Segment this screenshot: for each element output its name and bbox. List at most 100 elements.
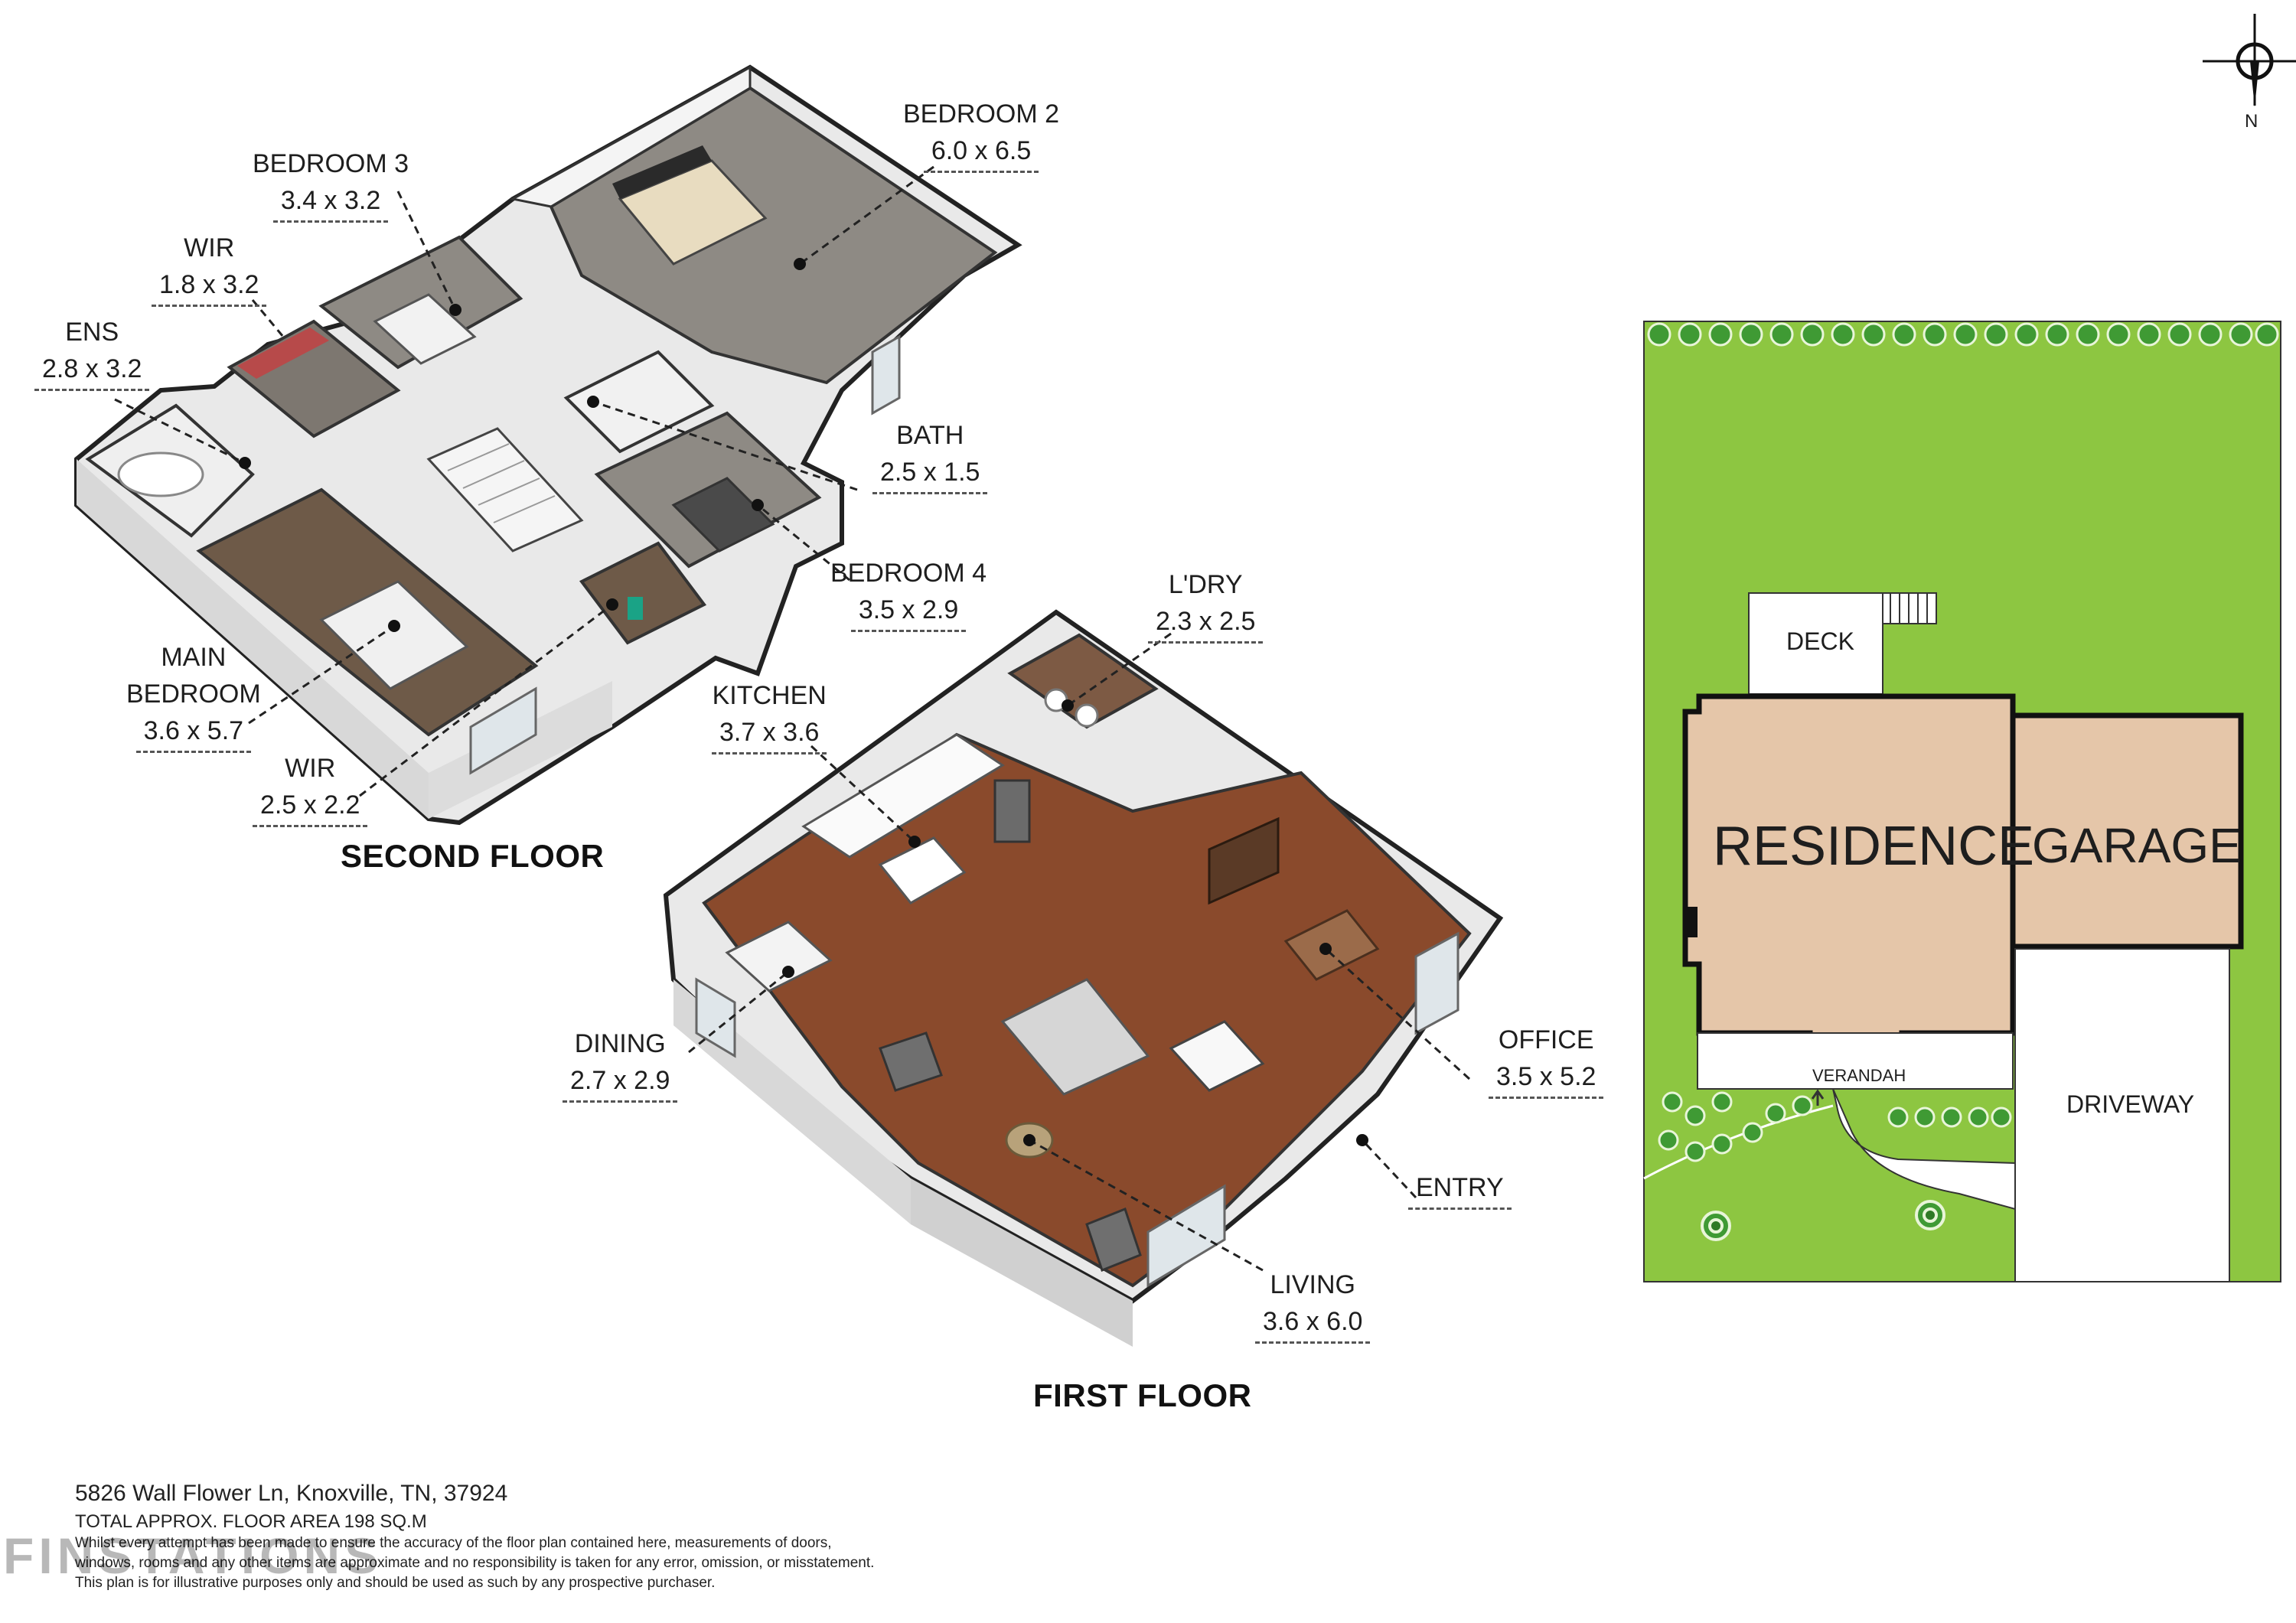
site-verandah <box>1697 1032 2014 1090</box>
site-hedge-row <box>1647 322 2279 347</box>
wir-lower-dims: 2.5 x 2.2 <box>253 787 368 827</box>
office-desk <box>1283 909 1380 981</box>
label-wir-lower: WIR 2.5 x 2.2 <box>253 750 368 827</box>
main-bedroom-name-1: MAIN <box>161 643 227 672</box>
laundry-name: L'DRY <box>1168 570 1243 599</box>
main-bedroom-name-2: BEDROOM <box>126 680 261 709</box>
site-deck-label: DECK <box>1786 627 1854 655</box>
kitchen-fridge <box>993 779 1031 843</box>
second-floor-wall-face-front <box>429 681 612 819</box>
label-entry: ENTRY <box>1408 1169 1512 1210</box>
wir-lower-floor <box>579 541 707 645</box>
bedroom-2-headboard <box>612 145 712 199</box>
first-floor-leader-lines <box>688 632 1471 1272</box>
dining-window <box>695 977 736 1058</box>
first-floor-model <box>663 609 1504 1347</box>
living-armchair-2 <box>1085 1207 1142 1272</box>
main-bedroom-window <box>469 686 537 775</box>
bedroom-4-bed <box>671 477 775 552</box>
site-garage-label: GARAGE <box>2032 818 2242 873</box>
north-label: N <box>2245 111 2258 132</box>
laundry-dryer <box>1075 703 1099 728</box>
disclaimer-line-2: windows, rooms and any other items are a… <box>75 1555 875 1571</box>
living-armchair-1 <box>879 1031 943 1092</box>
label-office: OFFICE 3.5 x 5.2 <box>1489 1022 1604 1099</box>
bedroom-3-name: BEDROOM 3 <box>253 149 409 178</box>
bedroom-2-bed <box>618 159 768 266</box>
bath-name: BATH <box>896 421 964 450</box>
label-ensuite: ENS 2.8 x 3.2 <box>34 314 150 391</box>
site-footpath <box>1832 1088 2016 1211</box>
total-floor-area: TOTAL APPROX. FLOOR AREA 198 SQ.M <box>75 1511 427 1532</box>
office-name: OFFICE <box>1498 1025 1594 1054</box>
dining-dims: 2.7 x 2.9 <box>563 1062 678 1103</box>
label-main-bedroom: MAIN BEDROOM 3.6 x 5.7 <box>126 639 261 753</box>
north-compass-icon <box>2203 14 2296 107</box>
wir-upper-dims: 1.8 x 3.2 <box>152 266 267 307</box>
bedroom-3-bed <box>373 293 477 365</box>
label-living: LIVING 3.6 x 6.0 <box>1255 1266 1371 1344</box>
label-laundry: L'DRY 2.3 x 2.5 <box>1148 566 1264 644</box>
living-sofa <box>1000 978 1150 1096</box>
kitchen-dims: 3.7 x 3.6 <box>712 714 827 754</box>
bedroom-2-back-wall <box>509 65 752 208</box>
residence-side-door <box>1685 907 1698 937</box>
label-dining: DINING 2.7 x 2.9 <box>563 1025 678 1103</box>
second-floor-wall-face-left <box>77 459 429 819</box>
main-bedroom-dims: 3.6 x 5.7 <box>135 712 252 753</box>
bedroom-4-dims: 3.5 x 2.9 <box>850 592 967 632</box>
ensuite-bath <box>117 451 204 497</box>
label-bedroom-4: BEDROOM 4 3.5 x 2.9 <box>830 555 987 632</box>
entry-name: ENTRY <box>1408 1169 1512 1210</box>
site-trees <box>1701 1200 1945 1241</box>
label-kitchen: KITCHEN 3.7 x 3.6 <box>712 677 827 754</box>
label-bath: BATH 2.5 x 1.5 <box>872 417 988 494</box>
wir-lower-name: WIR <box>285 754 336 783</box>
footer-info: 5826 Wall Flower Ln, Knoxville, TN, 3792… <box>75 1477 1070 1593</box>
living-name: LIVING <box>1270 1270 1355 1299</box>
ensuite-name: ENS <box>65 318 119 347</box>
dining-table <box>725 921 833 992</box>
disclaimer-line-3: This plan is for illustrative purposes o… <box>75 1575 716 1591</box>
bedroom-2-name: BEDROOM 2 <box>903 99 1060 129</box>
site-driveway-label: DRIVEWAY <box>2066 1090 2195 1118</box>
second-floor-leader-lines <box>114 165 934 797</box>
wir-upper-clothes <box>237 328 329 379</box>
kitchen-bench <box>801 733 1005 859</box>
living-window <box>1146 1184 1226 1288</box>
stair-well <box>426 427 584 552</box>
bedroom-2-window <box>871 334 901 416</box>
wir-lower-clothes <box>628 597 643 620</box>
first-floor-stairs <box>1169 1020 1265 1092</box>
first-floor-title: FIRST FLOOR <box>1033 1377 1252 1413</box>
site-plan <box>1643 321 2281 1282</box>
bedroom-3-dims: 3.4 x 3.2 <box>272 182 389 223</box>
stair-treads <box>447 443 556 523</box>
main-bedroom-bed <box>319 580 469 690</box>
office-window <box>1414 931 1459 1035</box>
entrance-arrow <box>1811 1089 1825 1106</box>
label-bedroom-2: BEDROOM 2 6.0 x 6.5 <box>903 96 1059 173</box>
site-residence-label: RESIDENCE <box>1713 816 2035 877</box>
first-floor-wall-face-front <box>911 1178 1133 1347</box>
living-dims: 3.6 x 6.0 <box>1255 1303 1371 1344</box>
watermark-logo: FINSTATIONS <box>3 1527 383 1584</box>
office-cabinet <box>1208 816 1280 905</box>
deck-step-lines <box>1890 593 1928 624</box>
room-marker-dots <box>239 258 1368 1146</box>
site-verandah-label: VERANDAH <box>1812 1066 1906 1085</box>
label-bedroom-3: BEDROOM 3 3.4 x 3.2 <box>253 145 409 223</box>
site-driveway <box>2014 948 2230 1282</box>
ensuite-dims: 2.8 x 3.2 <box>34 350 150 391</box>
bath-floor <box>563 350 715 454</box>
site-garage <box>2010 712 2244 950</box>
bedroom-4-name: BEDROOM 4 <box>830 559 987 588</box>
second-floor-model <box>74 64 1022 826</box>
kitchen-name: KITCHEN <box>712 681 827 710</box>
wir-upper-name: WIR <box>184 233 235 262</box>
site-shrubs <box>1658 1091 2012 1162</box>
property-address: 5826 Wall Flower Ln, Knoxville, TN, 3792… <box>75 1481 508 1506</box>
dining-name: DINING <box>574 1029 666 1058</box>
bath-dims: 2.5 x 1.5 <box>872 454 988 494</box>
